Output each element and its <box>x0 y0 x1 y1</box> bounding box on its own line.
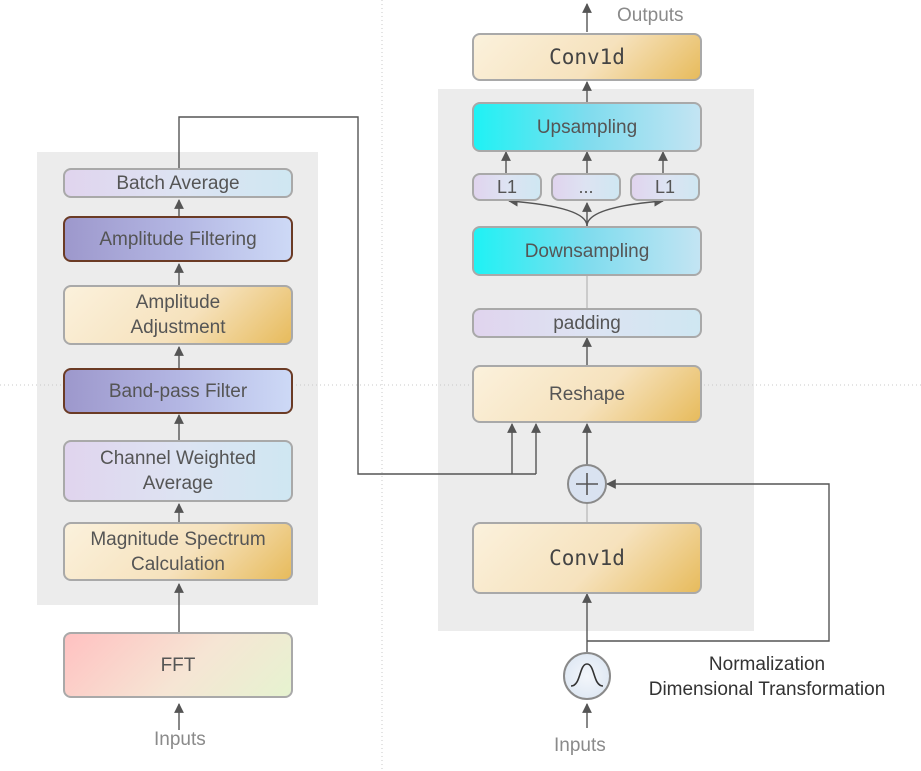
outputs-label: Outputs <box>617 5 684 26</box>
conv1d-bottom-block: Conv1d <box>472 522 702 594</box>
ellipsis-block: ... <box>551 173 621 201</box>
normalization-annotation: Normalization Dimensional Transformation <box>648 654 886 700</box>
upsampling-block: Upsampling <box>472 102 702 152</box>
right-inputs-label: Inputs <box>554 735 606 756</box>
sine-wave-circle-icon <box>563 652 611 700</box>
conv1d-top-block: Conv1d <box>472 33 702 81</box>
fft-block: FFT <box>63 632 293 698</box>
left-inputs-label: Inputs <box>154 729 206 750</box>
padding-block: padding <box>472 308 702 338</box>
channel-weighted-average-block: Channel Weighted Average <box>63 440 293 502</box>
batch-average-block: Batch Average <box>63 168 293 198</box>
plus-circle-icon <box>567 464 607 504</box>
l1-right-block: L1 <box>630 173 700 201</box>
amplitude-adjustment-block: Amplitude Adjustment <box>63 285 293 345</box>
downsampling-block: Downsampling <box>472 226 702 276</box>
amplitude-filtering-block: Amplitude Filtering <box>63 216 293 262</box>
l1-left-block: L1 <box>472 173 542 201</box>
band-pass-filter-block: Band-pass Filter <box>63 368 293 414</box>
reshape-block: Reshape <box>472 365 702 423</box>
magnitude-spectrum-block: Magnitude Spectrum Calculation <box>63 522 293 581</box>
